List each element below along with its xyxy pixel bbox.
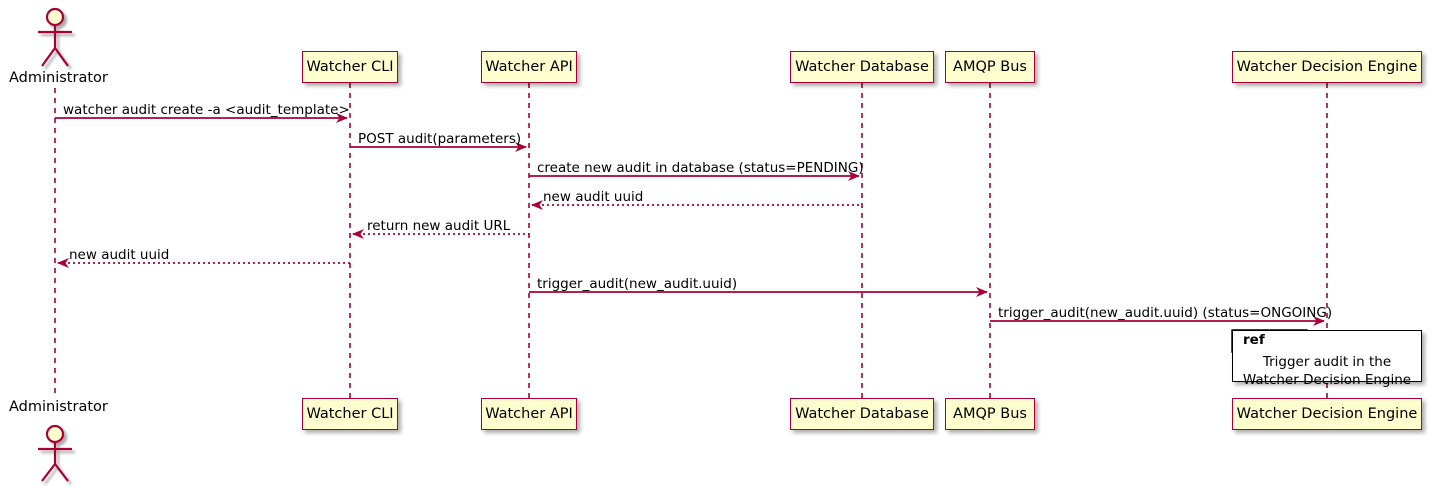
participant-label: Watcher CLI [306, 58, 394, 75]
message-arrows [55, 113, 1325, 326]
participant-label: AMQP Bus [953, 58, 1027, 75]
participant-label: Watcher Decision Engine [1236, 58, 1418, 75]
message-label-post-audit: POST audit(parameters) [358, 131, 522, 147]
participant-box-watcher-api-top[interactable]: Watcher API [481, 51, 577, 83]
message-label-return-new-audit-url: return new audit URL [367, 218, 511, 234]
participant-box-watcher-cli-bottom[interactable]: Watcher CLI [302, 398, 398, 430]
participant-label: Watcher Database [795, 405, 929, 422]
participant-label: Watcher Decision Engine [1236, 405, 1418, 422]
message-label-create-new-audit: create new audit in database (status=PEN… [537, 160, 864, 176]
actor-label-administrator-top: Administrator [9, 70, 108, 86]
message-label-trigger-audit: trigger_audit(new_audit.uuid) [537, 276, 738, 292]
ref-body-text: Trigger audit in the Watcher Decision En… [1233, 353, 1421, 389]
ref-body-line-2: Watcher Decision Engine [1242, 372, 1412, 389]
participant-label: Watcher API [485, 405, 573, 422]
lifelines [54, 83, 1328, 398]
ref-fragment[interactable]: ref Trigger audit in the Watcher Decisio… [1232, 330, 1422, 388]
participant-box-amqp-bus-bottom[interactable]: AMQP Bus [945, 398, 1035, 430]
participant-box-watcher-cli-top[interactable]: Watcher CLI [302, 51, 398, 83]
participant-box-watcher-database-bottom[interactable]: Watcher Database [790, 398, 934, 430]
ref-body-line-1: Trigger audit in the [1262, 354, 1392, 370]
message-label-watcher-audit-create: watcher audit create -a <audit_template> [63, 102, 350, 118]
message-label-new-audit-uuid-cli: new audit uuid [69, 247, 170, 263]
message-label-new-audit-uuid-db: new audit uuid [543, 189, 644, 205]
participant-box-amqp-bus-top[interactable]: AMQP Bus [945, 51, 1035, 83]
actor-administrator-bottom [38, 424, 72, 482]
participant-box-watcher-database-top[interactable]: Watcher Database [790, 51, 934, 83]
ref-operator-label: ref [1243, 332, 1265, 348]
participant-box-watcher-decision-engine-top[interactable]: Watcher Decision Engine [1232, 51, 1422, 83]
participant-label: Watcher API [485, 58, 573, 75]
participant-box-watcher-decision-engine-bottom[interactable]: Watcher Decision Engine [1232, 398, 1422, 430]
actor-label-administrator-bottom: Administrator [9, 399, 108, 415]
participant-box-watcher-api-bottom[interactable]: Watcher API [481, 398, 577, 430]
message-label-trigger-audit-ongoing: trigger_audit(new_audit.uuid) (status=ON… [998, 305, 1333, 321]
participant-label: Watcher Database [795, 58, 929, 75]
participant-label: Watcher CLI [306, 405, 394, 422]
participant-label: AMQP Bus [953, 405, 1027, 422]
actor-administrator-top [38, 7, 72, 67]
